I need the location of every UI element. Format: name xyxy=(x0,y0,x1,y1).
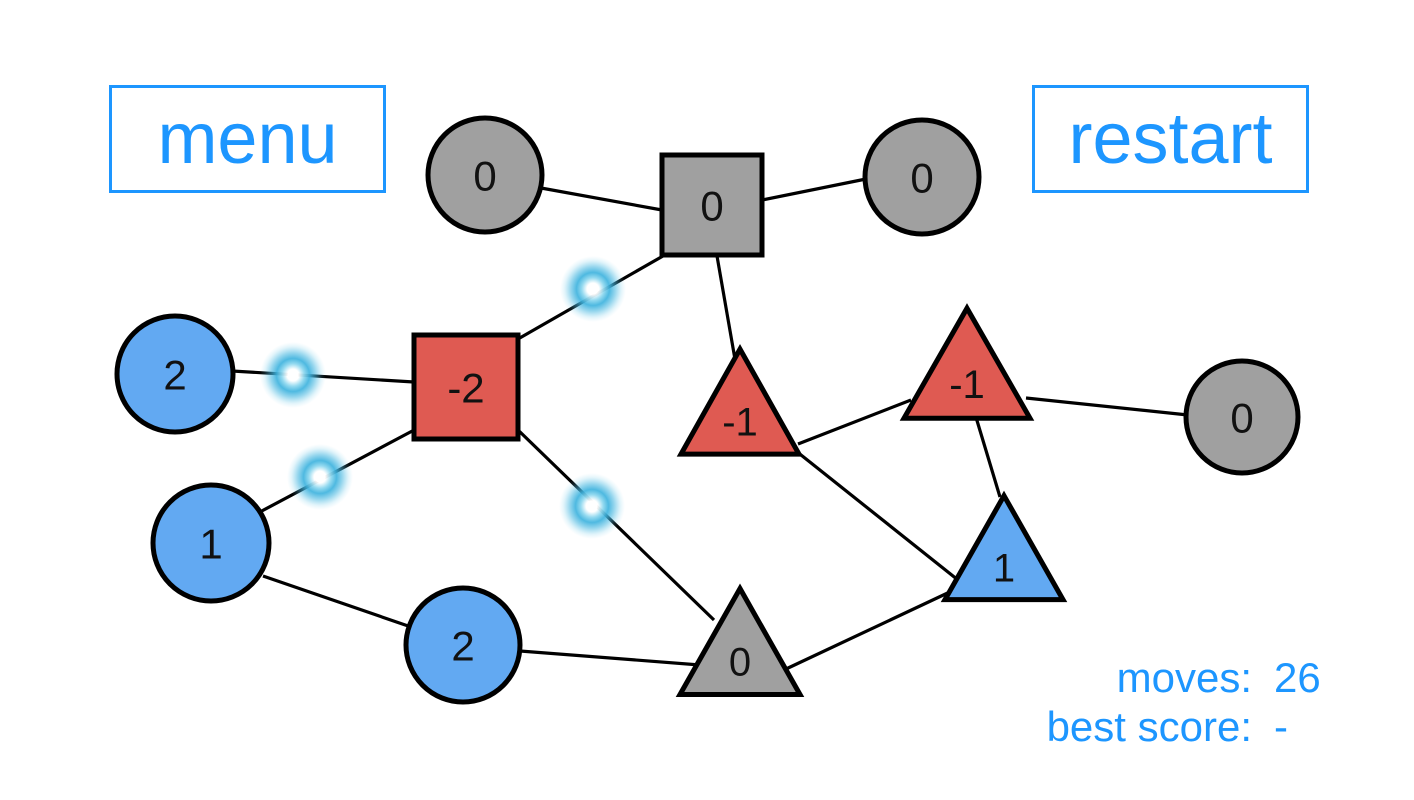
marker-core xyxy=(287,369,299,381)
node-value-label: 2 xyxy=(451,623,474,670)
node-body[interactable] xyxy=(403,585,523,705)
graph-edge[interactable] xyxy=(785,588,955,671)
edge-marker-glow-dot[interactable] xyxy=(560,256,626,322)
node-body[interactable] xyxy=(1183,358,1301,476)
node-body[interactable] xyxy=(940,490,1068,603)
moves-label: moves: xyxy=(1116,653,1252,701)
graph-node-circle-gray[interactable]: 0 xyxy=(1183,358,1301,476)
graph-node-triangle-blue[interactable]: 1 xyxy=(940,490,1068,603)
marker-core xyxy=(314,471,326,483)
node-value-label: 1 xyxy=(199,521,222,568)
node-body[interactable] xyxy=(676,343,804,457)
graph-node-circle-gray[interactable]: 0 xyxy=(425,115,545,235)
graph-edge[interactable] xyxy=(519,649,701,667)
graph-node-circle-blue[interactable]: 2 xyxy=(403,585,523,705)
best-score-value: - xyxy=(1274,703,1288,751)
graph-edge[interactable] xyxy=(1025,396,1189,417)
graph-node-circle-blue[interactable]: 2 xyxy=(114,313,236,435)
graph-node-triangle-red[interactable]: -1 xyxy=(899,303,1035,421)
graph-node-triangle-gray[interactable]: 0 xyxy=(675,583,805,698)
restart-button[interactable]: restart xyxy=(1032,85,1309,193)
node-body[interactable] xyxy=(675,583,805,698)
node-body[interactable] xyxy=(899,303,1035,421)
node-value-label: 0 xyxy=(729,641,751,685)
graph-node-circle-blue[interactable]: 1 xyxy=(150,482,272,604)
node-body[interactable] xyxy=(114,313,236,435)
node-layer: 0 0 0 2 -2 -1 -1 0 1 1 2 0 xyxy=(114,115,1301,705)
graph-node-square-red[interactable]: -2 xyxy=(411,332,521,442)
graph-edge[interactable] xyxy=(540,186,663,212)
menu-button[interactable]: menu xyxy=(109,85,386,193)
node-value-label: 0 xyxy=(910,155,933,202)
node-value-label: 0 xyxy=(700,183,723,230)
node-value-label: 1 xyxy=(993,546,1015,590)
node-value-label: -1 xyxy=(722,401,758,445)
graph-node-triangle-red[interactable]: -1 xyxy=(676,343,804,457)
marker-core xyxy=(586,500,598,512)
node-body[interactable] xyxy=(659,152,765,258)
node-body[interactable] xyxy=(411,332,521,442)
node-body[interactable] xyxy=(425,115,545,235)
moves-row: moves: 26 xyxy=(1047,653,1336,703)
node-body[interactable] xyxy=(150,482,272,604)
marker-core xyxy=(587,283,599,295)
score-panel: moves: 26 best score: - xyxy=(1047,653,1336,752)
graph-node-circle-gray[interactable]: 0 xyxy=(862,117,982,237)
edge-marker-glow-dot[interactable] xyxy=(287,444,353,510)
node-value-label: 0 xyxy=(473,153,496,200)
best-score-row: best score: - xyxy=(1047,702,1336,752)
graph-edge[interactable] xyxy=(797,398,912,446)
node-value-label: 2 xyxy=(163,352,186,399)
node-body[interactable] xyxy=(862,117,982,237)
edge-marker-glow-dot[interactable] xyxy=(260,342,326,408)
best-score-label: best score: xyxy=(1046,703,1252,751)
marker-layer xyxy=(260,256,626,539)
moves-value: 26 xyxy=(1274,653,1321,701)
edge-marker-glow-dot[interactable] xyxy=(559,473,625,539)
node-value-label: -1 xyxy=(949,363,985,407)
graph-node-square-gray[interactable]: 0 xyxy=(659,152,765,258)
node-value-label: 0 xyxy=(1230,395,1253,442)
graph-edge[interactable] xyxy=(761,177,867,202)
graph-edge[interactable] xyxy=(262,574,415,630)
graph-edge[interactable] xyxy=(790,445,959,582)
node-value-label: -2 xyxy=(447,365,484,412)
